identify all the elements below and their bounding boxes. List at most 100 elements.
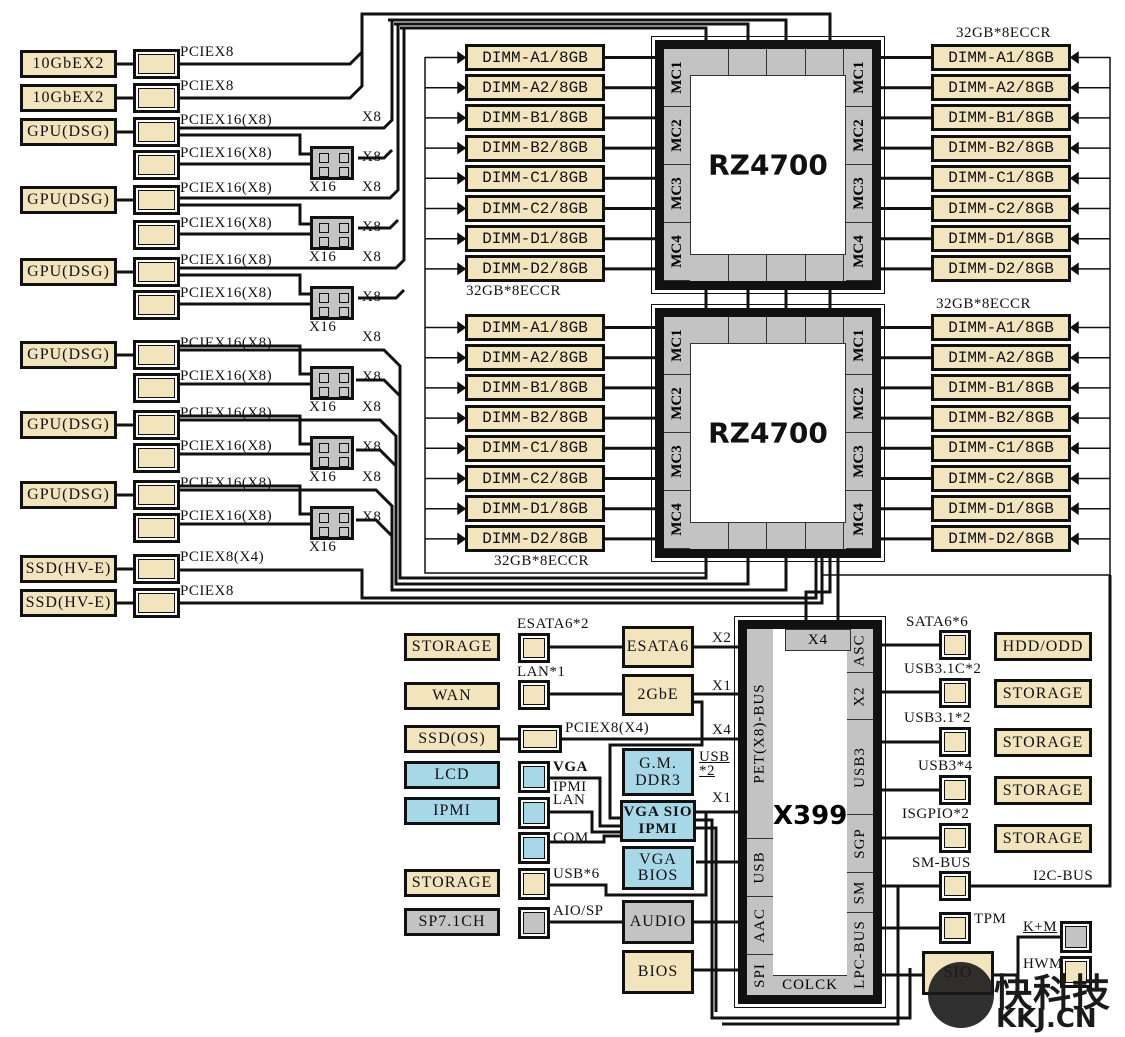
dimm-slot[interactable]: DIMM-B1/8GB: [931, 104, 1071, 132]
pcie-switch[interactable]: [310, 286, 354, 320]
pcie-slot[interactable]: [133, 185, 180, 215]
pcie-device[interactable]: GPU(DSG): [20, 258, 117, 286]
dimm-slot[interactable]: DIMM-A1/8GB: [465, 44, 605, 71]
dimm-slot[interactable]: DIMM-C1/8GB: [931, 164, 1071, 192]
pcie-switch[interactable]: [310, 366, 354, 400]
isgpio-port[interactable]: [939, 823, 971, 853]
dimm-slot[interactable]: DIMM-C1/8GB: [465, 164, 605, 192]
dimm-slot[interactable]: DIMM-A2/8GB: [465, 74, 605, 102]
bios-chip[interactable]: BIOS: [622, 950, 694, 994]
pcie-slot[interactable]: [133, 220, 180, 250]
dimm-slot[interactable]: DIMM-C1/8GB: [465, 434, 605, 462]
km-port[interactable]: [1060, 921, 1092, 953]
dimm-slot[interactable]: DIMM-C2/8GB: [465, 195, 605, 222]
lan-controller[interactable]: 2GbE: [622, 674, 694, 716]
pcie-slot[interactable]: [133, 49, 180, 79]
dimm-slot[interactable]: DIMM-C2/8GB: [465, 465, 605, 492]
pcie-slot[interactable]: [133, 150, 180, 180]
storage-usb-device[interactable]: STORAGE: [404, 869, 500, 897]
storage-usb31c-device[interactable]: STORAGE: [994, 679, 1092, 708]
pcie-slot[interactable]: [133, 373, 180, 403]
pcie-slot[interactable]: [133, 340, 180, 370]
pcie-device[interactable]: SSD(HV-E): [20, 555, 117, 583]
dimm-slot[interactable]: DIMM-B1/8GB: [931, 374, 1071, 402]
pcie-switch[interactable]: [310, 146, 354, 180]
ipmi-lan-port[interactable]: [518, 797, 550, 829]
dimm-slot[interactable]: DIMM-C2/8GB: [931, 465, 1071, 492]
pcie-device[interactable]: GPU(DSG): [20, 186, 117, 214]
dimm-slot[interactable]: DIMM-D2/8GB: [465, 525, 605, 553]
sata-port[interactable]: [939, 630, 971, 660]
storage-sgpio-device[interactable]: STORAGE: [994, 824, 1092, 853]
pcie-switch[interactable]: [310, 436, 354, 470]
dimm-slot[interactable]: DIMM-D2/8GB: [465, 255, 605, 283]
pcie-slot[interactable]: [133, 588, 180, 618]
pcie-slot[interactable]: [133, 290, 180, 320]
ssd-os-device[interactable]: SSD(OS): [404, 725, 500, 753]
pcie-device[interactable]: GPU(DSG): [20, 481, 117, 509]
dimm-slot[interactable]: DIMM-A1/8GB: [931, 44, 1071, 71]
dimm-slot[interactable]: DIMM-B1/8GB: [465, 104, 605, 132]
pcie-device[interactable]: 10GbEX2: [20, 50, 117, 78]
pcie-slot[interactable]: [133, 443, 180, 473]
dimm-slot[interactable]: DIMM-A2/8GB: [465, 344, 605, 372]
dimm-slot[interactable]: DIMM-C2/8GB: [931, 195, 1071, 222]
usb31-port[interactable]: [939, 727, 971, 757]
dimm-slot[interactable]: DIMM-A1/8GB: [931, 314, 1071, 341]
lan-port[interactable]: [518, 680, 550, 710]
pcie-slot[interactable]: [133, 117, 180, 147]
dimm-slot[interactable]: DIMM-D2/8GB: [931, 255, 1071, 283]
hwm-port[interactable]: [1060, 956, 1092, 988]
pcie-slot[interactable]: [133, 480, 180, 510]
dimm-slot[interactable]: DIMM-B2/8GB: [931, 134, 1071, 162]
usb6-port[interactable]: [518, 868, 550, 900]
wan-device[interactable]: WAN: [404, 682, 500, 710]
lcd-device[interactable]: LCD: [404, 761, 500, 789]
vga-port[interactable]: [518, 761, 550, 793]
pcie-slot[interactable]: [133, 257, 180, 287]
pcie-device[interactable]: GPU(DSG): [20, 341, 117, 369]
ipmi-device[interactable]: IPMI: [404, 797, 500, 825]
com-port[interactable]: [518, 832, 550, 864]
ssd-os-slot[interactable]: [518, 725, 562, 753]
chipset-x399[interactable]: PET(X8)-BUS USB AAC SPI ASC X2 USB3 SGP …: [734, 616, 886, 1008]
pcie-device[interactable]: GPU(DSG): [20, 118, 117, 146]
storage-esata-device[interactable]: STORAGE: [404, 633, 500, 661]
dimm-slot[interactable]: DIMM-A2/8GB: [931, 344, 1071, 372]
pcie-device[interactable]: 10GbEX2: [20, 84, 117, 112]
dimm-slot[interactable]: DIMM-D1/8GB: [465, 225, 605, 253]
dimm-slot[interactable]: DIMM-B1/8GB: [465, 374, 605, 402]
pcie-device[interactable]: SSD(HV-E): [20, 589, 117, 617]
vga-sio-ipmi-controller[interactable]: VGA SIO IPMI: [620, 800, 696, 842]
aio-port[interactable]: [518, 907, 550, 939]
dimm-slot[interactable]: DIMM-D2/8GB: [931, 525, 1071, 553]
pcie-slot[interactable]: [133, 513, 180, 543]
tpm-port[interactable]: [939, 912, 971, 944]
pcie-slot[interactable]: [133, 554, 180, 584]
storage-usb3-device[interactable]: STORAGE: [994, 776, 1092, 805]
gm-ddr3[interactable]: G.M. DDR3: [622, 748, 694, 796]
vga-bios[interactable]: VGA BIOS: [622, 846, 694, 890]
usb31c-port[interactable]: [939, 678, 971, 708]
sp71ch-device[interactable]: SP7.1CH: [404, 908, 500, 936]
dimm-slot[interactable]: DIMM-A2/8GB: [931, 74, 1071, 102]
dimm-slot[interactable]: DIMM-B2/8GB: [465, 404, 605, 432]
dimm-slot[interactable]: DIMM-D1/8GB: [465, 495, 605, 523]
pcie-switch[interactable]: [310, 506, 354, 540]
storage-usb31-device[interactable]: STORAGE: [994, 728, 1092, 757]
audio-controller[interactable]: AUDIO: [622, 900, 694, 944]
dimm-slot[interactable]: DIMM-D1/8GB: [931, 495, 1071, 523]
hdd-odd-device[interactable]: HDD/ODD: [994, 632, 1092, 661]
smbus-port[interactable]: [939, 871, 971, 901]
usb3-port[interactable]: [939, 775, 971, 805]
esata-port[interactable]: [518, 633, 550, 663]
esata-controller[interactable]: ESATA6: [622, 626, 694, 668]
pcie-slot[interactable]: [133, 410, 180, 440]
dimm-slot[interactable]: DIMM-D1/8GB: [931, 225, 1071, 253]
dimm-slot[interactable]: DIMM-B2/8GB: [931, 404, 1071, 432]
pcie-slot[interactable]: [133, 83, 180, 113]
dimm-slot[interactable]: DIMM-C1/8GB: [931, 434, 1071, 462]
dimm-slot[interactable]: DIMM-B2/8GB: [465, 134, 605, 162]
